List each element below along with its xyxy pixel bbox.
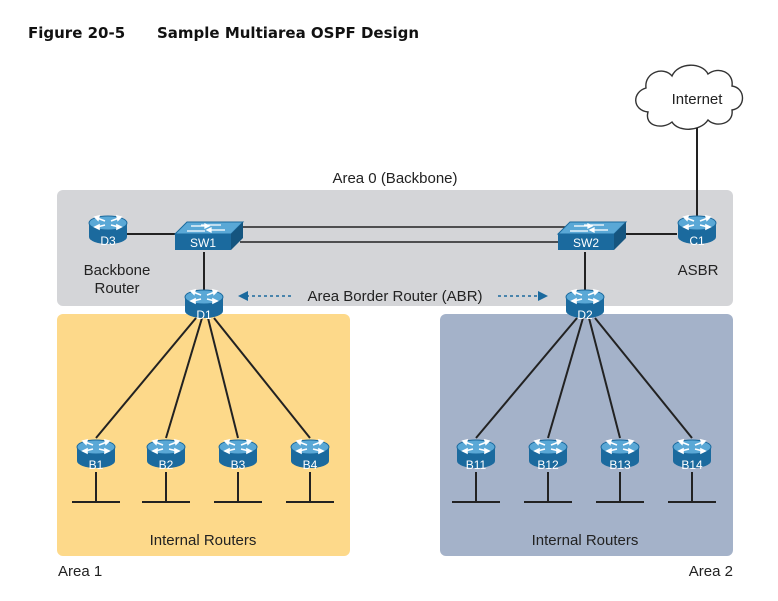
link-d1-b2 — [165, 317, 203, 439]
figure-title: Sample Multiarea OSPF Design — [157, 24, 419, 42]
area1-label: Area 1 — [58, 563, 102, 580]
b2-label: B2 — [159, 458, 174, 472]
router-b13-icon: B13 — [600, 439, 640, 472]
router-c1-icon: C1 — [677, 215, 717, 248]
link-d2-b13 — [588, 317, 621, 439]
asbr-label: ASBR — [678, 262, 719, 279]
internet-label: Internet — [672, 91, 724, 108]
router-b4-icon: B4 — [290, 439, 330, 472]
b3-label: B3 — [231, 458, 246, 472]
area1-internal-routers-label: Internal Routers — [150, 532, 257, 549]
router-b12-icon: B12 — [528, 439, 568, 472]
link-d1-b3 — [207, 317, 239, 439]
b12-label: B12 — [537, 458, 559, 472]
figure-number: Figure 20-5 — [28, 24, 125, 42]
d1-label: D1 — [196, 308, 212, 322]
backbone-router-label-line2: Router — [94, 280, 139, 297]
internet-cloud: Internet — [635, 64, 744, 130]
b14-label: B14 — [681, 458, 703, 472]
area0-label: Area 0 (Backbone) — [332, 170, 457, 187]
switch-sw1-icon: SW1 — [174, 221, 244, 251]
sw1-label: SW1 — [190, 236, 216, 250]
router-b2-icon: B2 — [146, 439, 186, 472]
lan-segments — [72, 472, 716, 503]
abr-label: Area Border Router (ABR) — [307, 288, 482, 305]
area2-internal-routers-label: Internal Routers — [532, 532, 639, 549]
router-d3-icon: D3 — [88, 215, 128, 248]
d3-label: D3 — [100, 234, 116, 248]
link-d2-b14 — [594, 317, 693, 439]
abr-annotation: Area Border Router (ABR) — [238, 288, 548, 305]
d2-label: D2 — [577, 308, 593, 322]
link-d1-b4 — [213, 317, 311, 439]
router-d2-icon: D2 — [565, 289, 605, 322]
link-d1-b1 — [95, 317, 197, 439]
b1-label: B1 — [89, 458, 104, 472]
router-b1-icon: B1 — [76, 439, 116, 472]
b13-label: B13 — [609, 458, 631, 472]
link-d2-b11 — [475, 317, 578, 439]
area2-region — [440, 314, 733, 556]
router-b3-icon: B3 — [218, 439, 258, 472]
router-b11-icon: B11 — [456, 439, 496, 472]
b11-label: B11 — [466, 458, 487, 472]
router-b14-icon: B14 — [672, 439, 712, 472]
area2-label: Area 2 — [689, 563, 733, 580]
area1-region — [57, 314, 350, 556]
backbone-router-label-line1: Backbone — [84, 262, 151, 279]
switch-sw2-icon: SW2 — [557, 221, 627, 251]
links — [95, 128, 698, 439]
b4-label: B4 — [303, 458, 318, 472]
router-d1-icon: D1 — [184, 289, 224, 322]
area0-region — [57, 190, 733, 306]
c1-label: C1 — [689, 234, 705, 248]
link-d2-b12 — [547, 317, 584, 439]
sw2-label: SW2 — [573, 236, 599, 250]
